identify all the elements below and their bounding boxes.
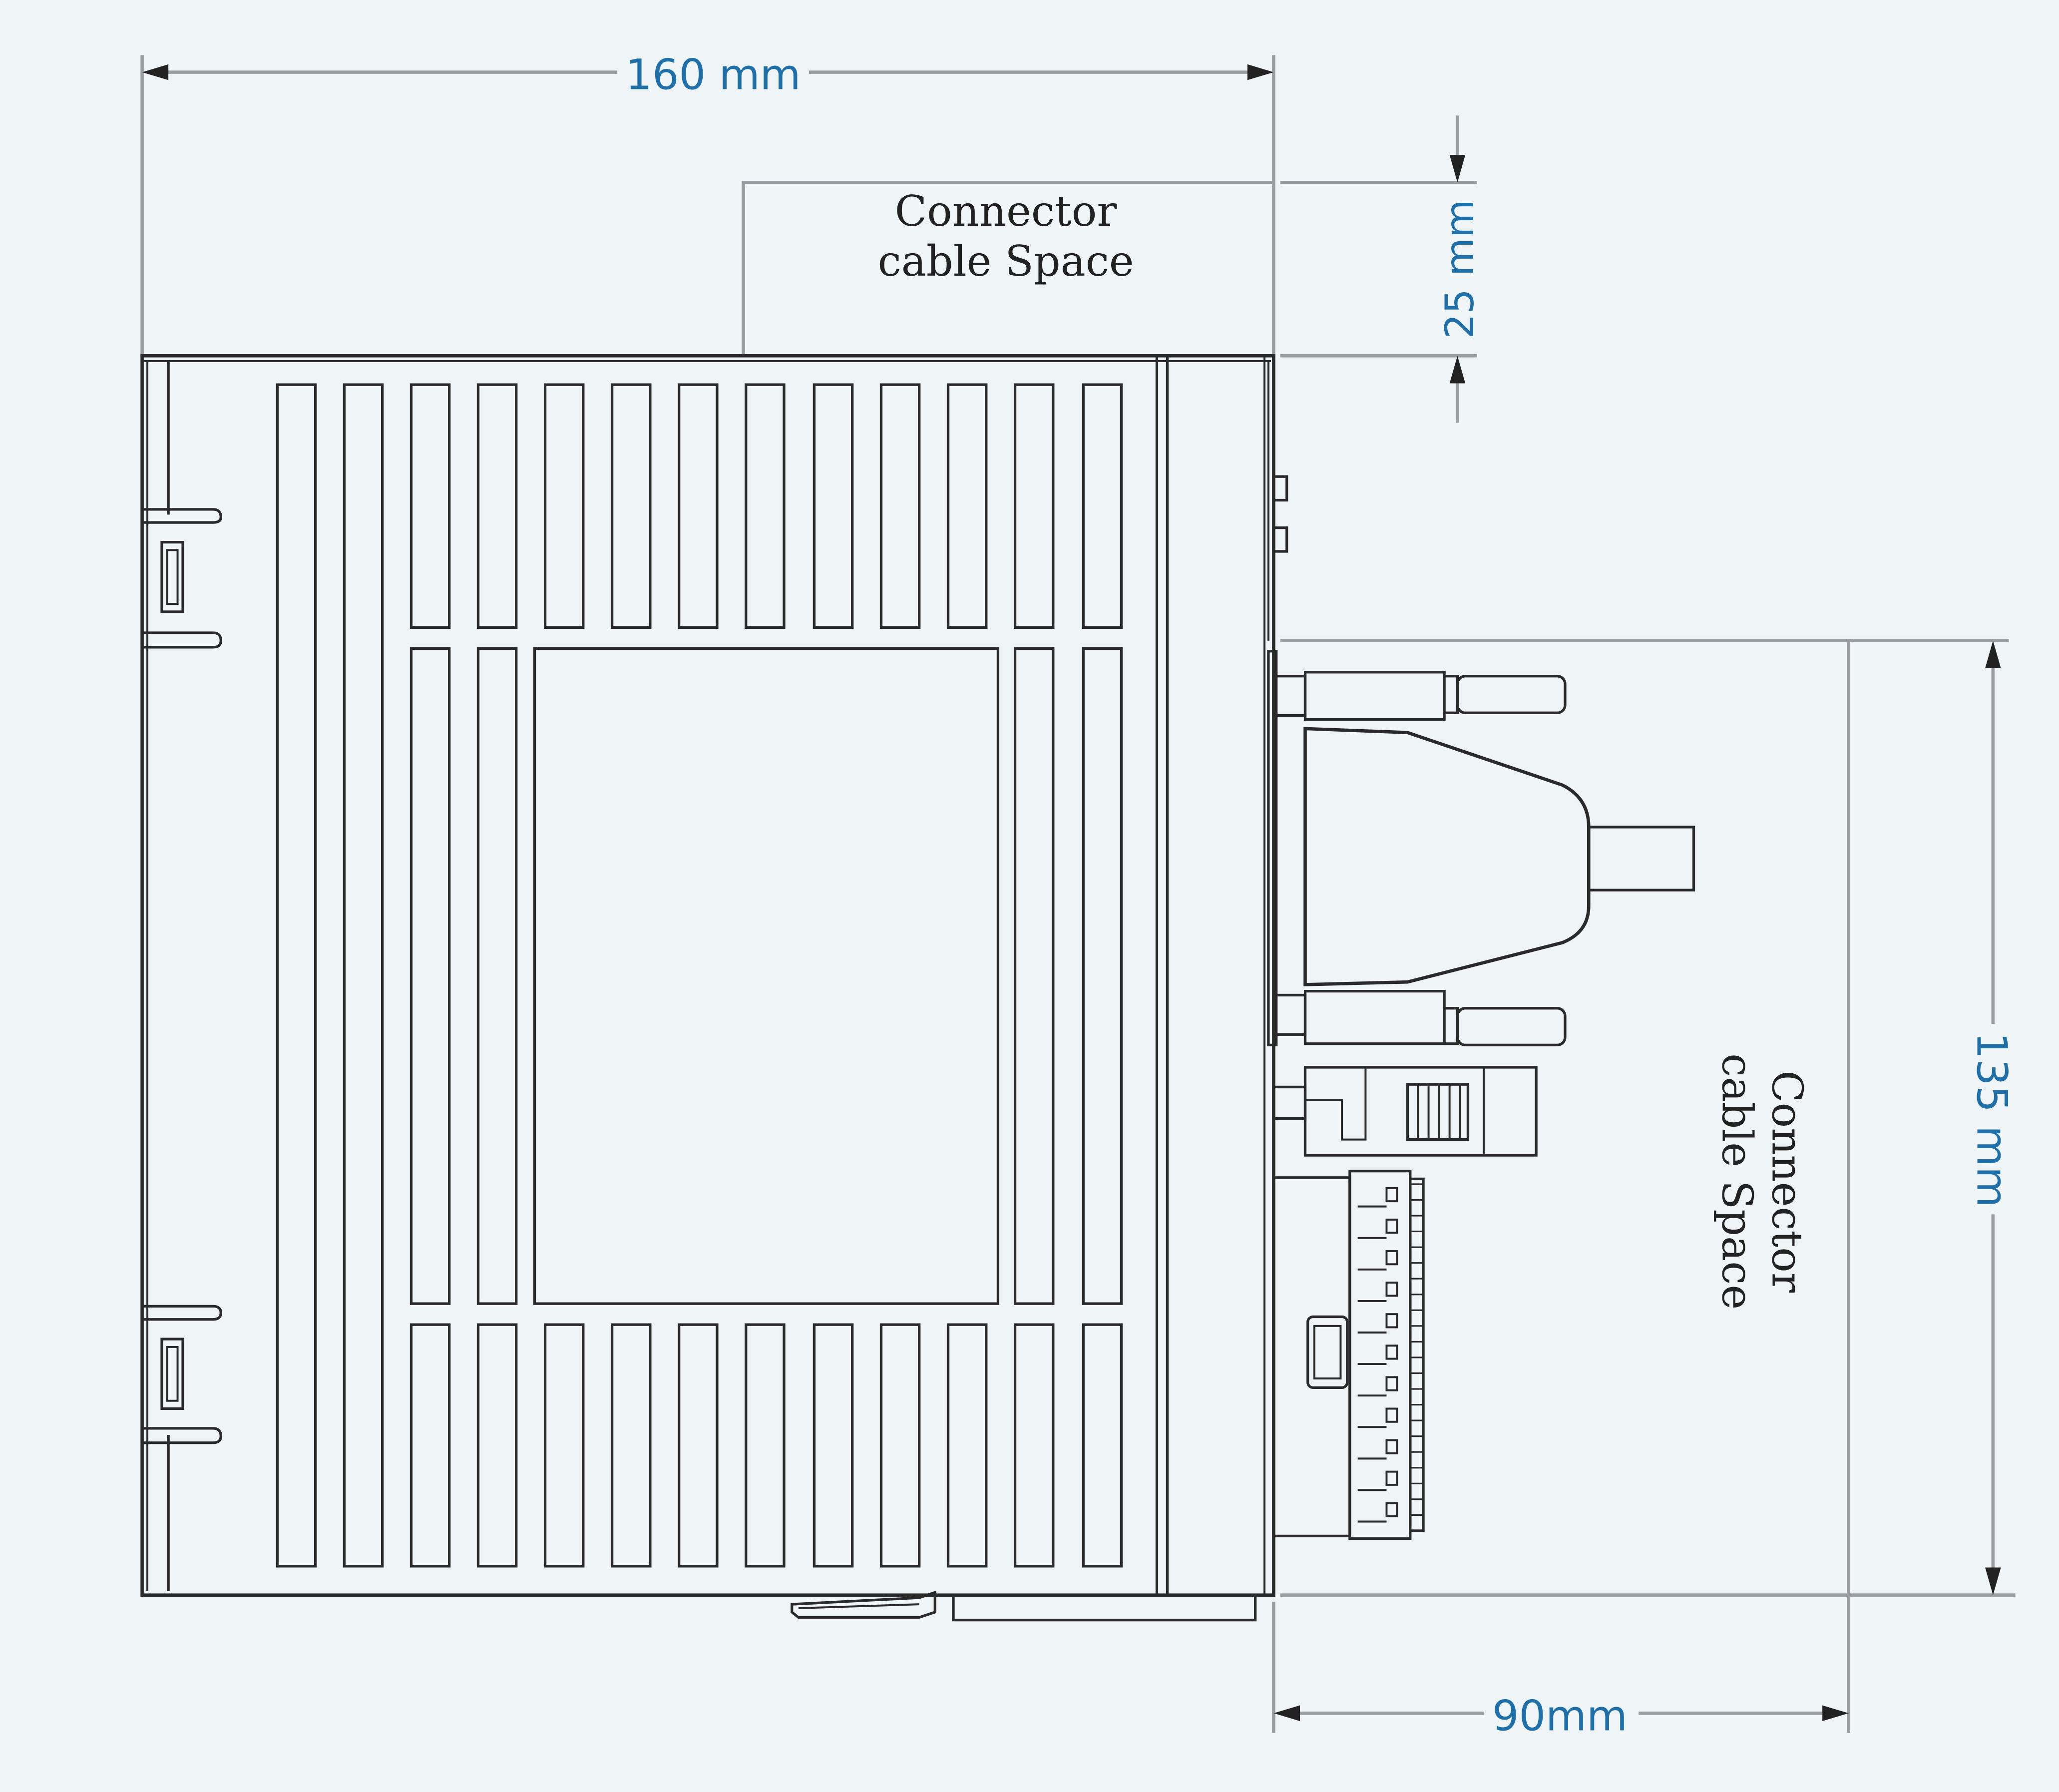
vent-slot <box>946 383 988 629</box>
terminal-pin <box>1385 1439 1398 1454</box>
terminal-block <box>1272 1170 1425 1540</box>
vent-slot <box>276 383 317 1568</box>
vent-slot <box>1082 647 1123 1305</box>
vent-slot <box>610 383 652 629</box>
vent-slot <box>410 383 451 629</box>
top-cable-space: 25 mm Connector cable Space <box>742 115 1483 423</box>
vent-slot <box>476 647 518 1305</box>
terminal-pin <box>1385 1313 1398 1329</box>
top-note-line2: cable Space <box>878 237 1134 286</box>
vent-slot <box>813 1323 854 1568</box>
rj-connector <box>1272 1066 1538 1157</box>
terminal-pin <box>1385 1250 1398 1266</box>
top-note-line1: Connector <box>895 187 1118 236</box>
width-dimension: 160 mm <box>140 50 1275 357</box>
vent-slot <box>543 383 585 629</box>
vent-slot <box>678 383 719 629</box>
vent-slot <box>1082 383 1123 629</box>
vent-slot <box>543 1323 585 1568</box>
vent-slot <box>343 383 384 1568</box>
vent-slot <box>745 383 786 629</box>
terminal-pin <box>1385 1282 1398 1297</box>
terminal-pin <box>1385 1407 1398 1423</box>
right-cable-space: 135 mm 90mm Connector cable Space <box>1272 639 2016 1740</box>
height-label: 135 mm <box>1967 1032 2016 1208</box>
vent-slot <box>813 383 854 629</box>
vent-slot <box>879 1323 921 1568</box>
vent-slot <box>1082 1323 1123 1568</box>
center-panel <box>533 647 1000 1305</box>
left-mount-clip-bottom <box>142 1305 222 1444</box>
terminal-pin <box>1385 1344 1398 1360</box>
terminal-pin <box>1385 1187 1398 1203</box>
vent-slot <box>410 1323 451 1568</box>
dsub-connector <box>1267 650 1695 1046</box>
terminal-pin <box>1385 1376 1398 1391</box>
left-mount-clip-top <box>142 508 222 649</box>
vent-slot <box>1013 383 1055 629</box>
vent-slot <box>1013 647 1055 1305</box>
vent-slot <box>476 383 518 629</box>
bottom-din-latch <box>791 1590 1257 1622</box>
right-space-label: 90mm <box>1492 1691 1628 1740</box>
right-note-line1: Connector <box>1762 1070 1811 1293</box>
vent-slot <box>946 1323 988 1568</box>
vent-slot <box>879 383 921 629</box>
width-label: 160 mm <box>625 50 801 99</box>
terminal-pin <box>1385 1502 1398 1517</box>
vent-slot <box>610 1323 652 1568</box>
terminal-pin <box>1385 1470 1398 1486</box>
vent-slot <box>410 647 451 1305</box>
vent-slot <box>678 1323 719 1568</box>
vent-slots <box>276 383 1123 1568</box>
drive-body <box>140 354 1275 1597</box>
terminal-pin <box>1385 1218 1398 1234</box>
top-right-terminals <box>1267 361 1288 641</box>
vent-slot <box>476 1323 518 1568</box>
vent-slot <box>1013 1323 1055 1568</box>
top-space-label: 25 mm <box>1437 199 1483 339</box>
right-note-line2: cable Space <box>1712 1053 1761 1310</box>
vent-slot <box>745 1323 786 1568</box>
